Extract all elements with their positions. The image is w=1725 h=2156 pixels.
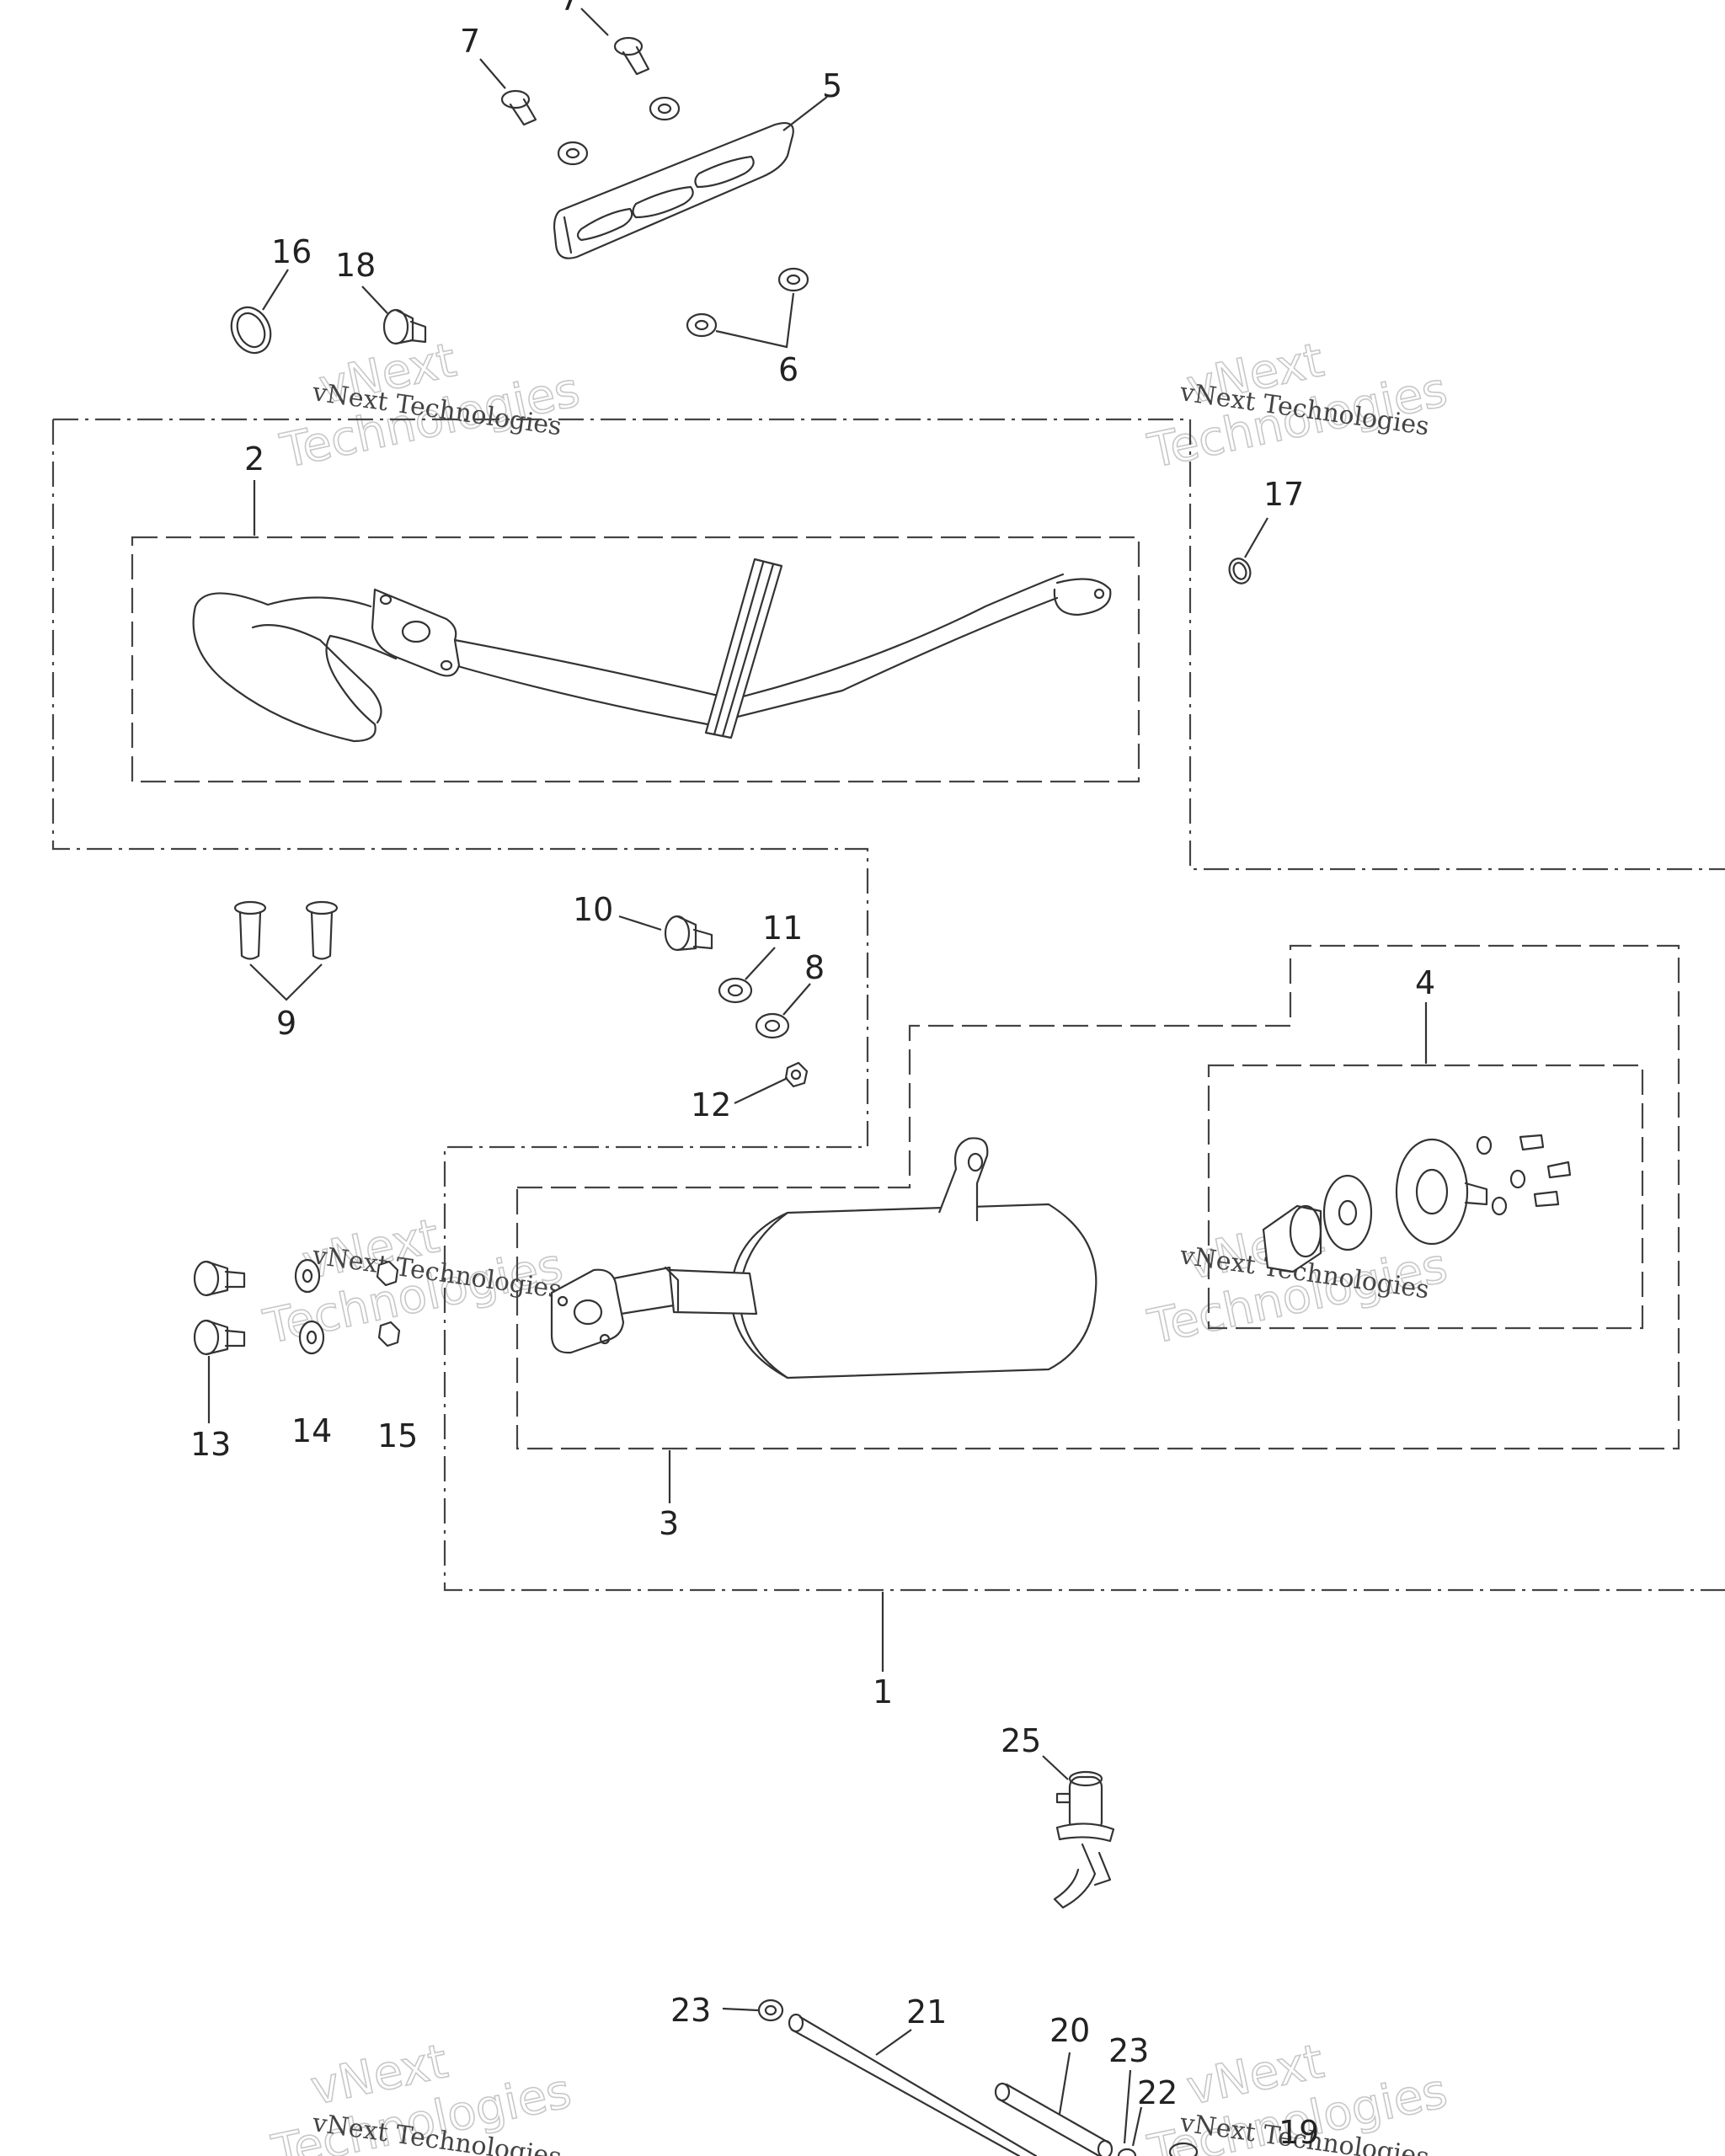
part-15-nut-b [377, 1321, 401, 1348]
callout-14: 14 [291, 1412, 332, 1449]
watermark-bottom-left: vNext Technologies [267, 2033, 577, 2156]
part-10-bolt [664, 915, 713, 952]
assembly-outline-upper-right [1188, 419, 1725, 871]
leader-17 [1244, 517, 1268, 558]
subassembly-box-4 [1207, 1064, 1644, 1330]
part-14-washer-b [298, 1320, 325, 1355]
callout-1: 1 [873, 1673, 893, 1710]
leader-5 [782, 96, 828, 131]
part-12-nut [784, 1061, 809, 1088]
leader-8 [782, 983, 811, 1016]
callout-18: 18 [335, 247, 376, 284]
callout-17: 17 [1263, 476, 1304, 513]
part-2-header-pipe [192, 558, 1112, 743]
callout-3: 3 [659, 1505, 679, 1542]
part-9-bolt-b [305, 900, 339, 960]
leader-22 [1131, 2106, 1143, 2147]
leader-18 [361, 286, 388, 314]
part-23-clamp-a [757, 1999, 784, 2022]
part-18-stud [382, 308, 427, 345]
callout-5: 5 [822, 67, 842, 104]
part-6-washer-b [777, 267, 809, 292]
part-17-ring [1228, 558, 1252, 584]
washer-7a [557, 141, 589, 166]
callout-20: 20 [1049, 2012, 1090, 2049]
part-7-bolt-b [613, 36, 650, 76]
part-14-washer-a [294, 1258, 321, 1294]
part-9-bolt-a [233, 900, 267, 960]
subassembly-box-2 [131, 536, 1140, 783]
part-8-washer [755, 1012, 790, 1039]
part-15-nut-a [376, 1260, 399, 1287]
callout-23a: 23 [670, 1992, 711, 2029]
part-21-hose [788, 2013, 1038, 2156]
callout-10: 10 [573, 891, 613, 928]
part-7-bolt-a [500, 89, 537, 126]
callout-23b: 23 [1108, 2032, 1149, 2069]
leader-16 [262, 269, 289, 311]
leader-23b [1123, 2069, 1132, 2144]
part-19-partial [1168, 2142, 1199, 2156]
leader-25 [1042, 1755, 1069, 1780]
part-3-muffler [550, 1137, 1097, 1380]
callout-2: 2 [244, 440, 264, 478]
callout-21: 21 [906, 1993, 947, 2031]
callout-11: 11 [762, 910, 803, 947]
callout-15: 15 [377, 1417, 418, 1454]
assembly-outline-upper-left [51, 418, 1725, 1592]
callout-19: 19 [1279, 2114, 1319, 2151]
leader-6 [715, 292, 795, 349]
leader-7a [479, 58, 506, 89]
leader-12 [734, 1077, 788, 1104]
part-16-gasket [230, 306, 272, 355]
part-20-hose [994, 2082, 1114, 2156]
callout-6: 6 [778, 351, 798, 388]
callout-16: 16 [271, 233, 312, 270]
callout-12: 12 [691, 1086, 731, 1123]
leader-23a [722, 2007, 759, 2012]
callout-8: 8 [804, 949, 825, 986]
leader-11 [745, 947, 776, 980]
callout-7a: 7 [460, 23, 480, 60]
leader-9 [249, 963, 323, 1001]
part-11-washer [718, 977, 753, 1004]
part-25-valve [1053, 1770, 1115, 1909]
part-13-bolt-a [193, 1260, 246, 1297]
part-4-spark-arrestor [1262, 1134, 1572, 1273]
part-6-washer-a [686, 312, 718, 338]
leader-10 [618, 915, 662, 931]
washer-7b [649, 96, 681, 121]
callout-22: 22 [1137, 2074, 1178, 2111]
part-13-bolt-b [193, 1319, 246, 1356]
leader-21 [875, 2029, 912, 2056]
callout-25: 25 [1001, 1722, 1041, 1759]
leader-7b [580, 8, 609, 36]
leader-20 [1058, 2052, 1071, 2115]
callout-13: 13 [190, 1426, 231, 1463]
part-23-clamp-b [1117, 2148, 1137, 2156]
part-5-heat-shield [553, 121, 794, 259]
callout-7b: 7 [559, 0, 579, 18]
callout-9: 9 [276, 1005, 296, 1042]
callout-4: 4 [1415, 964, 1435, 1001]
subassembly-box-3 [515, 944, 1680, 1450]
